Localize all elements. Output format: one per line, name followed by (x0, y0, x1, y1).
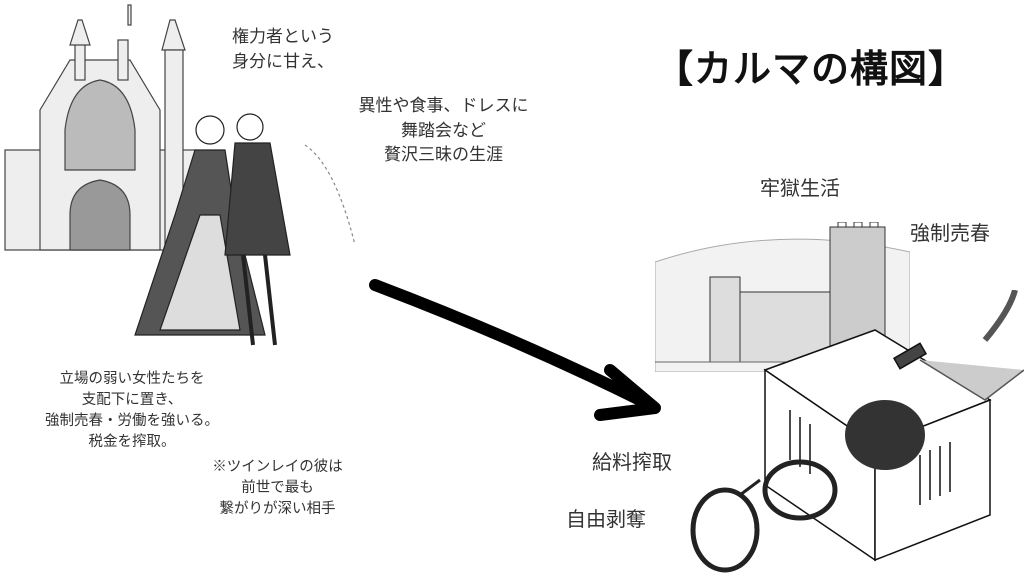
luxury-text: 異性や食事、ドレスに 舞踏会など 贅沢三昧の生涯 (336, 94, 551, 168)
text-line: 支配下に置き、 (81, 392, 183, 409)
text-line: 権力者という (232, 27, 334, 47)
domination-text: 立場の弱い女性たちを 支配下に置き、 強制売春・労働を強いる。 税金を搾取。 (22, 369, 242, 453)
text-line: 強制売春・労働を強いる。 (45, 413, 219, 430)
text-line: 税金を搾取。 (88, 434, 176, 451)
karma-arrow (369, 279, 661, 421)
text-line: 身分に甘え、 (232, 51, 334, 72)
twinray-note: ※ツインレイの彼は 前世で最も 繋がりが深い相手 (190, 457, 365, 520)
aristocrat-couple-illustration (134, 113, 356, 346)
text-line: 立場の弱い女性たちを (59, 371, 205, 387)
text-line: 異性や食事、ドレスに (358, 96, 529, 116)
church-illustration (4, 4, 196, 251)
handcuffs-illustration (690, 459, 838, 573)
text-line: 繋がりが深い相手 (219, 501, 336, 518)
label-forced-prostitution: 強制売春 (910, 221, 990, 245)
privilege-text: 権力者という 身分に甘え、 (232, 25, 334, 74)
text-line: 贅沢三昧の生涯 (384, 145, 503, 166)
text-line: ※ツインレイの彼は (212, 459, 343, 475)
label-wage-exploitation: 給料搾取 (592, 450, 672, 474)
label-prison-life: 牢獄生活 (760, 176, 840, 200)
text-line: 前世で最も (241, 480, 314, 497)
prison-castle-illustration (655, 222, 910, 372)
text-line: 舞踏会など (401, 120, 486, 141)
slide-title: 【カルマの構図】 (655, 46, 968, 91)
label-loss-of-freedom: 自由剥奪 (566, 507, 646, 531)
